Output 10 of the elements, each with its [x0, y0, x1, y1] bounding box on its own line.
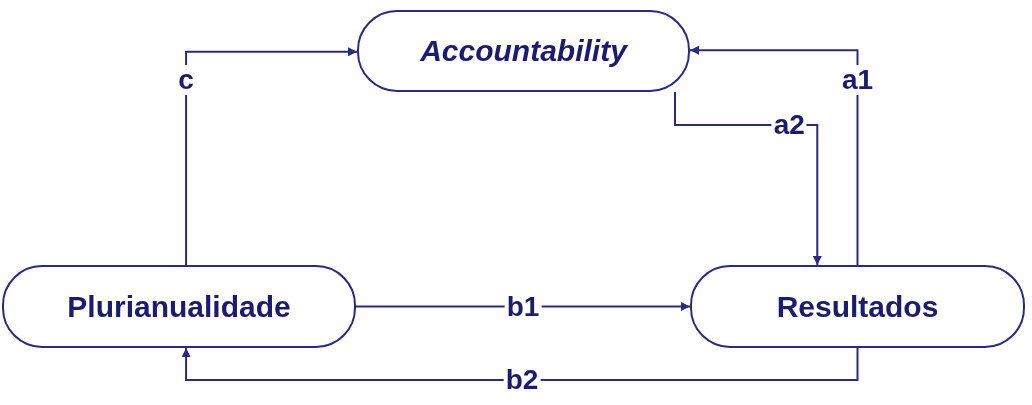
arrow	[185, 47, 358, 266]
arrow	[689, 45, 859, 266]
arrow	[355, 302, 691, 311]
edge-label: c	[176, 65, 196, 95]
node-label: Resultados	[776, 289, 939, 324]
arrow	[674, 91, 822, 266]
node-label: Accountability	[420, 34, 627, 68]
edge-label: a1	[839, 65, 876, 95]
arrow	[181, 347, 859, 381]
node-label: Plurianualidade	[67, 289, 291, 324]
